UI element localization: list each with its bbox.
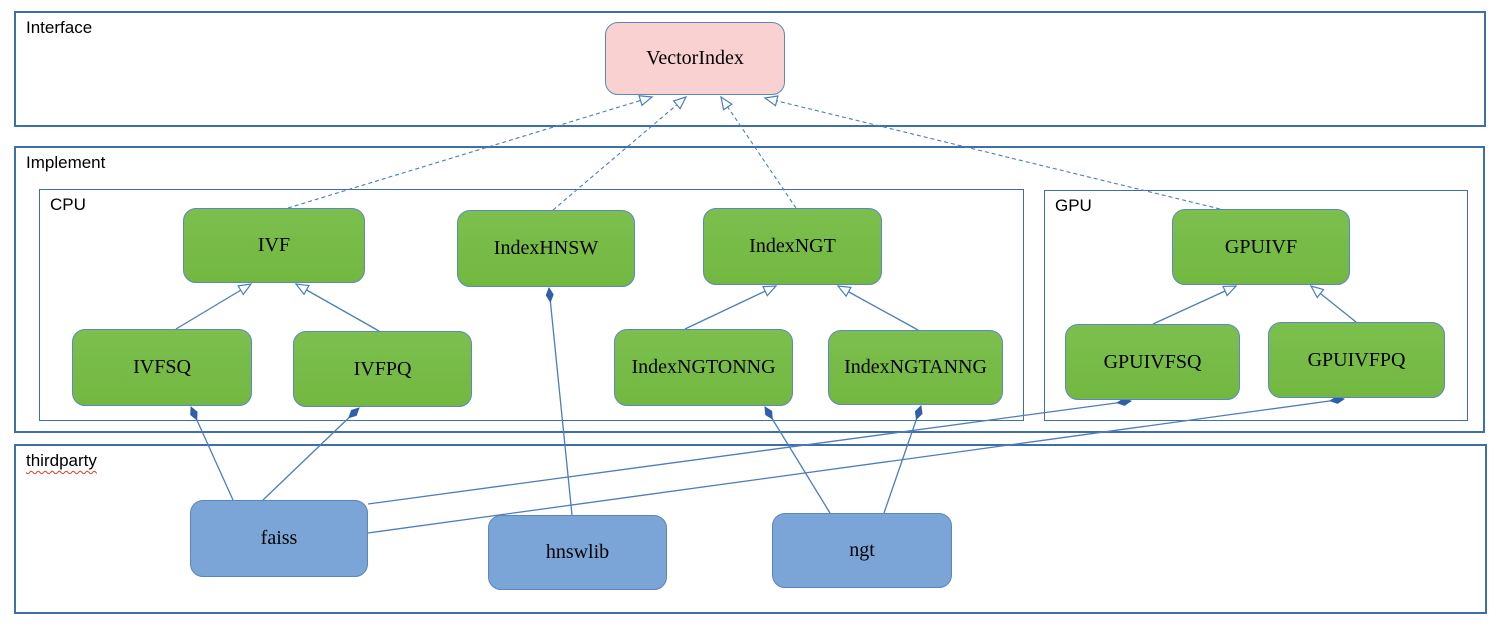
group-label-cpu: CPU <box>50 195 86 214</box>
group-cpu: CPU <box>39 189 1024 421</box>
group-label-implement: Implement <box>26 153 106 172</box>
group-thirdparty: thirdparty <box>14 444 1487 614</box>
group-interface: Interface <box>14 11 1486 127</box>
group-gpu: GPU <box>1044 190 1468 421</box>
group-label-thirdparty: thirdparty <box>26 451 97 470</box>
group-label-interface: Interface <box>26 18 93 37</box>
group-label-gpu: GPU <box>1055 196 1092 215</box>
